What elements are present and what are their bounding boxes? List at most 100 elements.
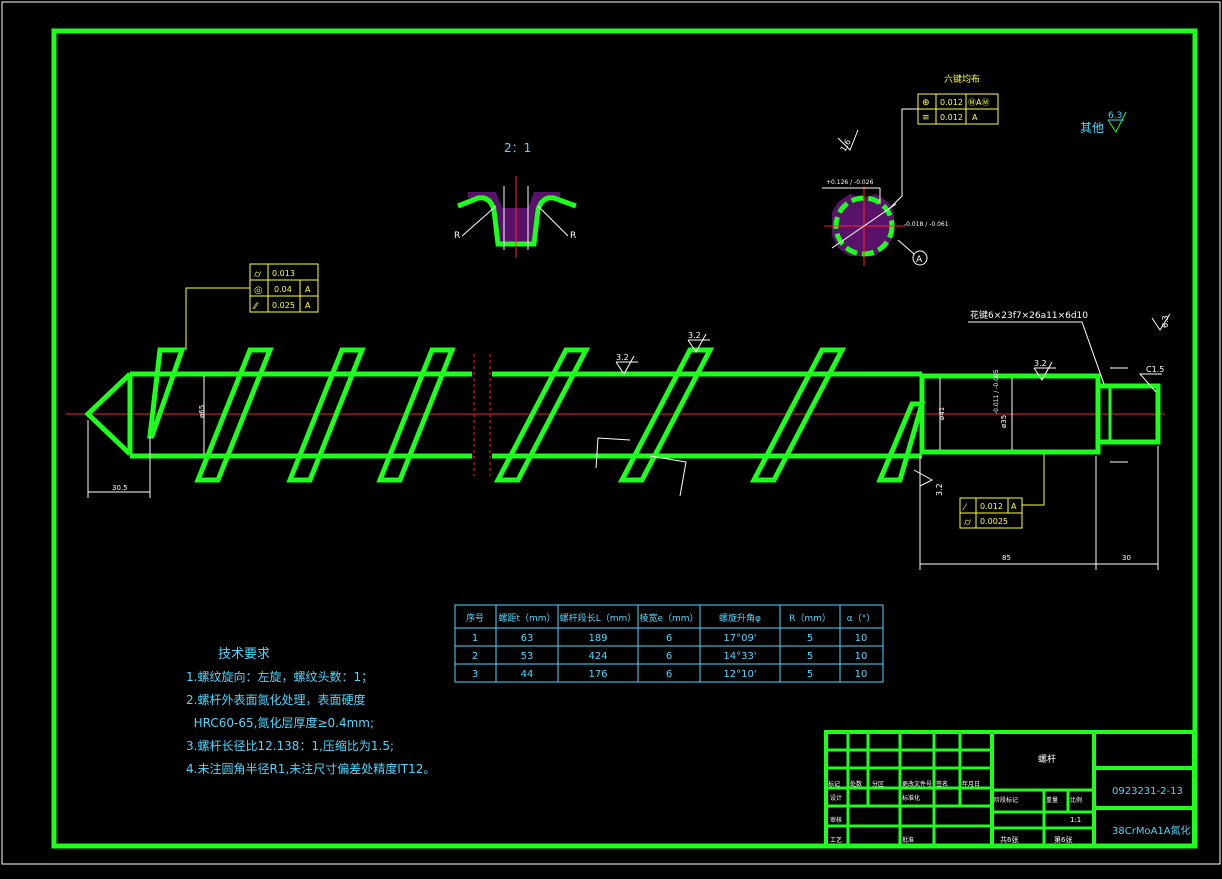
tech-note-1: 1.螺纹旋向：左旋，螺纹头数：1； xyxy=(186,669,373,684)
table-cell: 53 xyxy=(521,651,534,662)
dim-screw-dia: ø65 xyxy=(198,405,206,418)
dim-end-length: 30 xyxy=(1122,554,1131,562)
table-cell: 10 xyxy=(855,651,868,662)
tb-label-weight: 重量 xyxy=(1046,796,1058,804)
roughness-mark-5: 6.3 xyxy=(1161,315,1170,328)
tb-sheet-no: 第6张 xyxy=(1054,835,1072,844)
left-fcf-symbol-2: ◎ xyxy=(254,285,263,296)
spline-callout: 花键6×23f7×26a11×6d10 C1.5 xyxy=(968,309,1164,393)
roughness-mark-2: 3.2 xyxy=(688,331,701,340)
table-cell: 3 xyxy=(472,669,478,680)
table-header-cell: 棱宽e（mm） xyxy=(639,612,698,624)
table-cell: 6 xyxy=(666,669,672,680)
flight-8 xyxy=(876,401,926,483)
dim-tip-length: 30.5 xyxy=(112,484,128,492)
table-cell: 5 xyxy=(807,651,813,662)
tb-label-count: 处数 xyxy=(850,780,862,788)
tb-scale-value: 1:1 xyxy=(1070,816,1081,824)
left-fcf: ⌭ 0.013 ◎ 0.04 A ⁄⁄ 0.025 A xyxy=(185,263,319,350)
tech-note-4: 3.螺杆长径比12.138：1,压缩比为1.5; xyxy=(186,738,394,753)
radius-leader-right xyxy=(537,205,569,237)
spline-fcf-leader xyxy=(885,108,918,213)
left-fcf-value-3: 0.025 xyxy=(272,301,295,310)
flight-7 xyxy=(749,347,847,483)
table-cell: 189 xyxy=(588,633,607,644)
spline-fcf-mods: ⓂAⓂ xyxy=(968,98,989,107)
spline-fcf-symbol-2: ≡ xyxy=(922,113,930,123)
table-header-cell: 螺杆段长L（mm） xyxy=(560,612,637,624)
spline-fcf-value-1: 0.012 xyxy=(940,98,963,107)
title-drawing-no: 0923231-2-13 xyxy=(1112,786,1183,797)
tb-label-process: 工艺 xyxy=(830,836,842,844)
flight-6 xyxy=(617,347,715,483)
left-fcf-leader xyxy=(185,287,250,350)
table-cell: 2 xyxy=(472,651,478,662)
screw-tip xyxy=(84,372,132,456)
spline-fcf-symbol-1: ⊕ xyxy=(922,98,930,108)
tb-label-design: 设计 xyxy=(830,794,842,802)
flight-2 xyxy=(194,347,274,483)
left-fcf-ref-2: A xyxy=(305,285,311,294)
groove-section-view: 2：1 R R xyxy=(454,141,577,258)
right-fcf-ref-1: A xyxy=(1011,502,1017,511)
spline-roughness-value: 1.6 xyxy=(839,138,853,154)
spline-callout-text: 花键6×23f7×26a11×6d10 xyxy=(970,309,1088,321)
table-cell: 10 xyxy=(855,669,868,680)
left-fcf-value-1: 0.013 xyxy=(272,269,295,278)
spline-fcf-ref-2: A xyxy=(972,113,978,122)
table-header-cell: 序号 xyxy=(466,612,484,624)
table-cell: 5 xyxy=(807,633,813,644)
left-fcf-ref-3: A xyxy=(305,301,311,310)
tb-label-change: 更改文件号 xyxy=(902,780,932,788)
section-scale-label: 2：1 xyxy=(504,141,531,155)
datum-a-circle xyxy=(912,250,928,266)
right-fcf-value-2: 0.0025 xyxy=(980,517,1008,526)
spline-roughness-symbol xyxy=(837,129,859,151)
spline-hatch xyxy=(832,194,894,256)
other-roughness-value: 6.3 xyxy=(1108,111,1122,121)
table-cell: 17°09' xyxy=(723,633,756,644)
table-cell: 14°33' xyxy=(723,651,756,662)
tech-notes-title: 技术要求 xyxy=(218,647,270,662)
table-header-cell: R（mm） xyxy=(789,613,831,624)
screw-body xyxy=(66,347,1165,483)
table-header-cell: 螺旋升角φ xyxy=(719,612,761,624)
screw-roughness-marks: 3.2 3.2 3.2 3.2 6.3 xyxy=(615,313,1171,496)
right-fcf-value-1: 0.012 xyxy=(980,502,1003,511)
right-fcf: ⁄ 0.012 A ⌭ 0.0025 xyxy=(959,454,1045,529)
table-cell: 6 xyxy=(666,633,672,644)
tb-label-stage: 阶段标记 xyxy=(994,796,1018,804)
tech-note-2: 2.螺杆外表面氮化处理，表面硬度 xyxy=(186,692,365,707)
spline-dim-right: -0.018 / -0.061 xyxy=(904,221,949,228)
right-fcf-symbol-2: ⌭ xyxy=(964,517,972,528)
tb-label-scale: 比例 xyxy=(1070,796,1082,804)
tech-note-3: HRC60-65,氮化层厚度≥0.4mm; xyxy=(186,715,374,730)
table-cell: 5 xyxy=(807,669,813,680)
left-fcf-value-2: 0.04 xyxy=(274,285,292,294)
spline-dim-top: +0.126 / -0.026 xyxy=(826,179,874,186)
table-cell: 63 xyxy=(521,633,534,644)
tb-label-sign: 签名 xyxy=(936,780,948,788)
table-header-cell: 螺距t（mm） xyxy=(498,613,555,624)
cut-marker-right xyxy=(649,455,687,497)
screw-dimensions: 30.5 ø65 ø41 ø35 -0.011 / -0.005 85 30 xyxy=(87,367,1159,570)
title-block: 螺杆 0923231-2-13 38CrMoA1A氮化 标记 处数 分区 更改文… xyxy=(824,730,1196,848)
title-part-name: 螺杆 xyxy=(1038,753,1056,765)
radius-leader-left xyxy=(461,205,497,237)
tb-label-approve: 批准 xyxy=(902,836,914,844)
tech-note-5: 4.未注圆角半径R1,未注尺寸偏差处精度IT12。 xyxy=(186,761,435,776)
spline-section-view: 六键均布 ⊕ 0.012 ⓂAⓂ ≡ 0.012 A +0.126 / -0.0… xyxy=(822,73,999,266)
right-fcf-symbol-1: ⁄ xyxy=(962,503,968,513)
spline-dia-line xyxy=(831,203,897,249)
flight-4 xyxy=(376,347,456,483)
tb-label-date: 年月日 xyxy=(962,780,980,788)
dim-shank-dia2: ø35 xyxy=(1000,415,1008,428)
roughness-mark-1: 3.2 xyxy=(616,353,629,362)
chamfer-label: C1.5 xyxy=(1146,365,1164,374)
tb-sheets-total: 共6张 xyxy=(1000,835,1018,844)
table-cell: 12°10' xyxy=(723,669,756,680)
roughness-mark-4: 3.2 xyxy=(935,483,944,496)
flight-3 xyxy=(286,347,366,483)
